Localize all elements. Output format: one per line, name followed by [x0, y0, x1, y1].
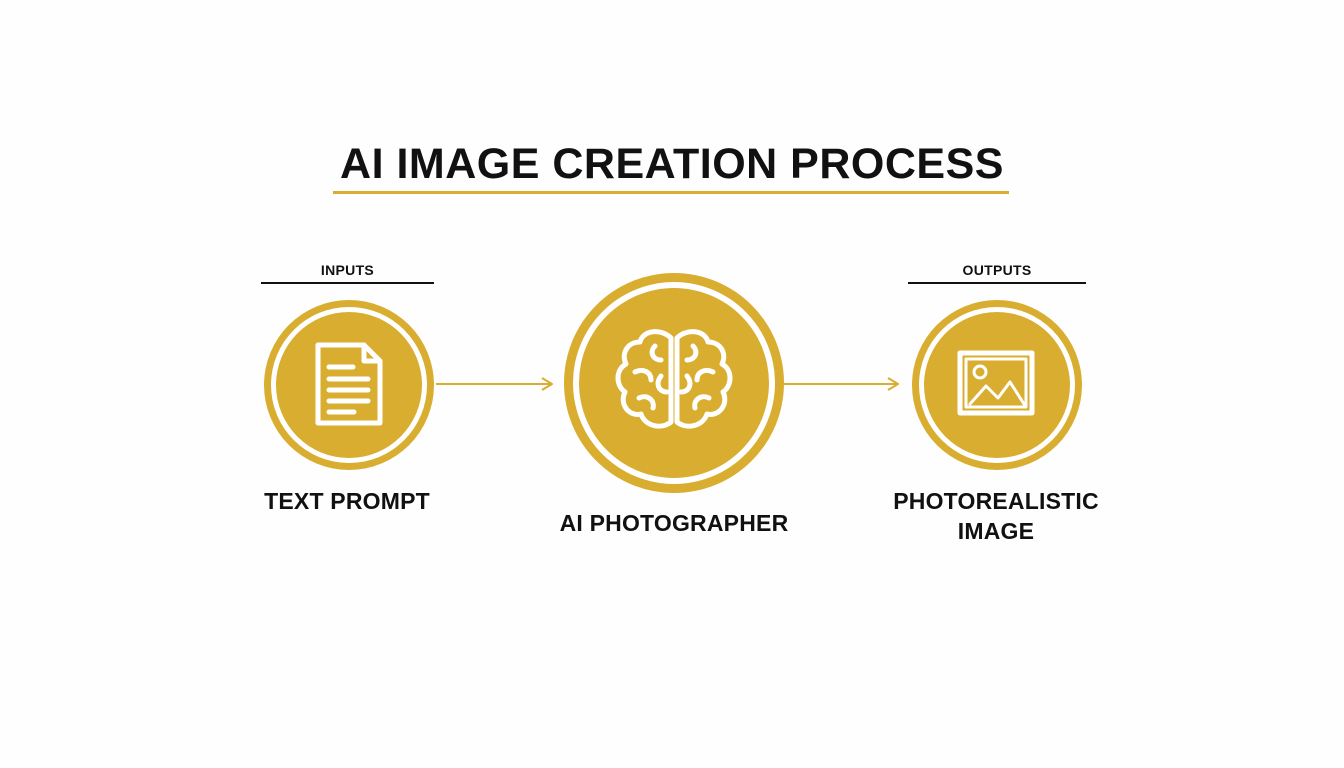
text-prompt-label: TEXT PROMPT — [212, 486, 482, 516]
ai-photographer-node — [564, 273, 784, 493]
brain-icon — [615, 329, 733, 429]
title-underline — [333, 191, 1009, 194]
ai-photographer-label-line: AI PHOTOGRAPHER — [559, 510, 789, 536]
photorealistic-image-label-line-2: IMAGE — [957, 518, 1035, 544]
outputs-label: OUTPUTS — [962, 262, 1032, 278]
photorealistic-image-label-line-1: PHOTOREALISTIC — [893, 488, 1099, 514]
text-prompt-label-line: TEXT PROMPT — [264, 488, 430, 514]
text-prompt-node — [264, 300, 434, 470]
image-icon — [957, 350, 1035, 416]
diagram-title: AI IMAGE CREATION PROCESS — [340, 140, 1004, 188]
flow-arrow-2 — [784, 377, 899, 391]
outputs-rule — [908, 282, 1086, 284]
document-icon — [315, 342, 383, 426]
photorealistic-image-node — [912, 300, 1082, 470]
flow-arrow-1 — [436, 377, 553, 391]
ai-photographer-label: AI PHOTOGRAPHER — [524, 508, 824, 538]
inputs-label: INPUTS — [320, 262, 375, 278]
photorealistic-image-label: PHOTOREALISTIC IMAGE — [854, 486, 1138, 546]
inputs-rule — [261, 282, 434, 284]
